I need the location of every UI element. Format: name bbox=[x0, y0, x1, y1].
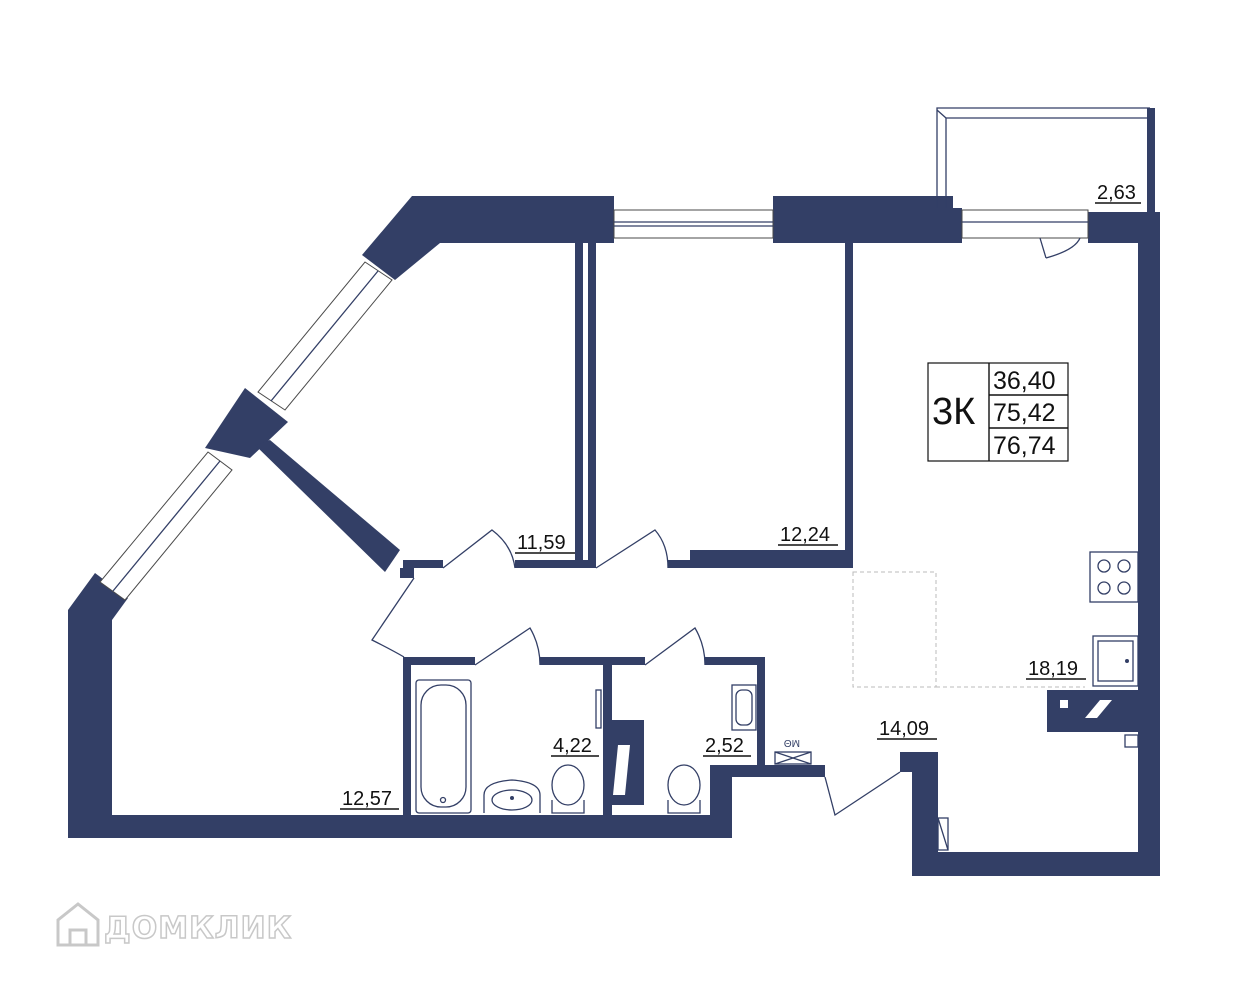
room-area-kitchen-living: 18,19 bbox=[1028, 658, 1078, 680]
left-wall bbox=[68, 610, 112, 838]
room-labels: 11,59 12,24 2,63 18,19 12,57 4,22 2,52 1… bbox=[340, 182, 1141, 810]
door-bedroom1 bbox=[442, 529, 516, 569]
partition-bedroom1 bbox=[575, 243, 583, 568]
living-area: 36,40 bbox=[993, 367, 1056, 395]
kitchen-zone bbox=[852, 571, 937, 688]
room-area-bedroom-3: 12,57 bbox=[342, 788, 392, 810]
summary-box: 3К 36,40 75,42 76,74 bbox=[927, 362, 1069, 462]
meter-icon bbox=[937, 817, 949, 851]
bath-top-wall-b bbox=[540, 657, 645, 665]
room-area-bedroom-2: 12,24 bbox=[780, 524, 830, 546]
room-area-toilet: 2,52 bbox=[705, 735, 744, 757]
bottom-wall-left bbox=[68, 815, 724, 838]
kitchen-balcony-door bbox=[1124, 734, 1139, 748]
balcony-right-wall bbox=[1147, 108, 1155, 216]
door-bedroom2 bbox=[595, 529, 669, 569]
bottom-wall-step bbox=[710, 765, 732, 838]
watermark-text: ДОМКЛИК bbox=[104, 911, 292, 946]
bathroom-sink-icon bbox=[483, 779, 541, 813]
right-wall bbox=[1138, 212, 1160, 876]
ventilation-unit-icon: ΜΘ bbox=[774, 737, 812, 765]
room-area-balcony: 2,63 bbox=[1097, 182, 1136, 204]
room-area-bedroom-1: 11,59 bbox=[517, 532, 566, 554]
bathtub-icon bbox=[415, 679, 472, 814]
kitchen-sink-icon bbox=[1092, 635, 1139, 687]
total-area-with-balcony: 76,74 bbox=[993, 432, 1056, 460]
hall-corner-block bbox=[400, 568, 414, 578]
wc-right-wall bbox=[757, 657, 765, 767]
apartment-type: 3К bbox=[932, 391, 975, 433]
windows bbox=[99, 107, 1150, 601]
window-top bbox=[613, 209, 774, 239]
door-bathroom bbox=[474, 627, 541, 666]
total-area: 75,42 bbox=[993, 399, 1056, 427]
bottom-wall-right-vertical bbox=[912, 752, 938, 864]
wc-sink-icon bbox=[731, 684, 757, 731]
door-wc bbox=[644, 627, 706, 666]
door-bedroom3 bbox=[371, 577, 415, 658]
domclick-logo-icon bbox=[56, 902, 100, 947]
cooktop-icon bbox=[1089, 551, 1139, 603]
door-entrance bbox=[824, 771, 901, 817]
balcony-window bbox=[961, 209, 1089, 239]
watermark: ДОМКЛИК bbox=[56, 902, 292, 947]
bath-top-wall-a bbox=[403, 657, 475, 665]
room-area-bathroom: 4,22 bbox=[553, 735, 592, 757]
bedroom1-bottom-wall-b bbox=[515, 560, 595, 568]
toilet-bathroom-icon bbox=[551, 764, 585, 814]
top-wall-middle bbox=[773, 196, 953, 243]
bottom-wall-notch bbox=[912, 852, 968, 864]
diagonal-pier-middle bbox=[205, 388, 288, 458]
wc-top-wall bbox=[705, 657, 765, 665]
bath-wc-partition bbox=[603, 657, 612, 817]
walls bbox=[68, 108, 1160, 876]
left-wall-diagonal-end bbox=[68, 573, 128, 620]
room-area-hallway: 14,09 bbox=[879, 718, 929, 740]
diagonal-wall-top bbox=[362, 196, 440, 280]
toilet-wc-icon bbox=[667, 764, 701, 814]
doors bbox=[371, 529, 1139, 817]
bedroom2-bottom-wall-small bbox=[668, 560, 690, 568]
towel-dryer-icon bbox=[595, 689, 602, 729]
balcony-outline bbox=[936, 107, 1150, 208]
bath-left-wall bbox=[403, 657, 411, 817]
ventilation-label: ΜΘ bbox=[784, 737, 800, 748]
diagonal-partition bbox=[255, 440, 400, 572]
top-wall-left bbox=[412, 196, 614, 243]
top-wall-right-stub bbox=[940, 208, 962, 243]
partition-bedroom2 bbox=[588, 243, 596, 568]
partition-kitchen bbox=[845, 243, 853, 568]
fixtures: ΜΘ bbox=[415, 551, 1139, 851]
bedroom2-bottom-wall bbox=[690, 550, 853, 568]
bottom-wall-step-top bbox=[710, 765, 825, 777]
bedroom1-bottom-wall-a bbox=[403, 560, 443, 568]
